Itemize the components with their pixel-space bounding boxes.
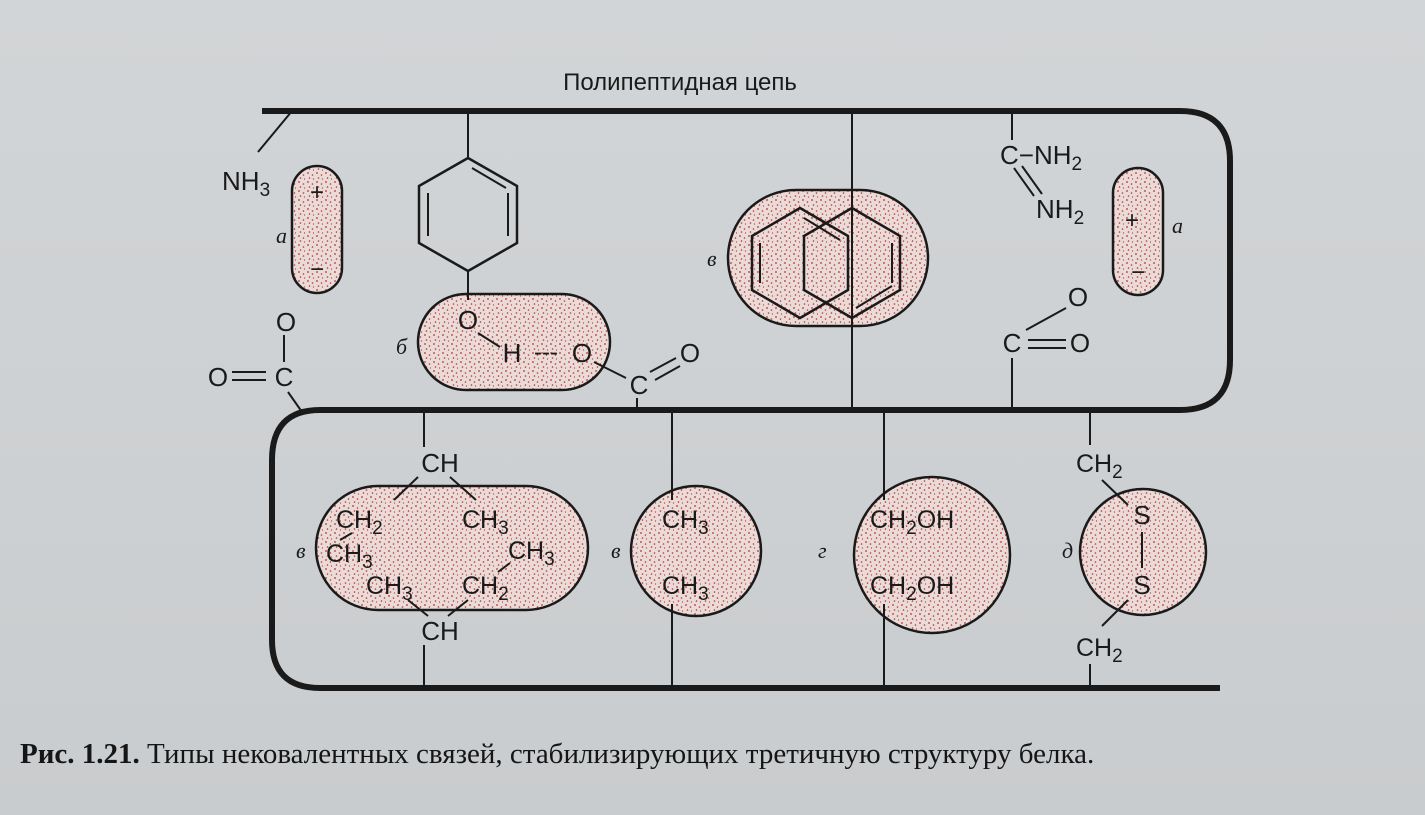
ionic-bond-right: C−NH2 NH2 + − а O C O [1000,111,1183,410]
serine-hbond: CH2OH CH2OH г [818,410,1012,688]
carboxyl-o-right: O [1070,328,1090,358]
ch3-right: CH3 [508,537,555,570]
plus-sign: + [310,179,324,206]
hydrophobic-region-v-mid [629,484,763,618]
ch3-left: CH3 [326,540,373,573]
ch2-upper: CH2 [336,506,383,539]
label-v-top: в [707,246,717,271]
carboxyl-o-left: O [208,362,228,392]
ch2oh-top: CH2OH [870,506,954,539]
ch3-lower: CH3 [366,572,413,605]
plus-sign-right: + [1125,207,1139,234]
hydroxyl-o: O [458,305,478,335]
hydrogen-atom: H [503,338,522,368]
label-a-right: а [1172,213,1183,238]
amidine-nh2: NH2 [1036,194,1084,229]
aromatic-stacking: в [707,111,930,410]
label-v-mid: в [611,538,621,563]
polypeptide-chain [262,108,1233,691]
ionic-region-a-left [290,164,344,295]
ch2-disulfide-top: CH2 [1076,450,1123,483]
label-b: б [396,334,408,359]
label-v-left: в [296,538,306,563]
label-d: д [1062,538,1073,563]
ionic-bond-left: NH3 + − а C O O [208,110,344,413]
hydrophobic-region-v-left [314,484,590,612]
carboxyl-o-top: O [276,307,296,337]
ch3-ala-bottom: CH3 [662,572,709,605]
figure-caption: Рис. 1.21. Типы нековалентных связей, ст… [20,738,1415,770]
ionic-region-a-right [1111,166,1165,297]
hydrophobic-region-v-top [726,188,930,328]
label-a-left: а [276,223,287,248]
caption-number: Рис. 1.21. [20,738,140,770]
hydrogen-bond: O H --- O б C O [396,111,700,412]
hbond-dash: --- [534,339,558,366]
carbonyl-o: O [572,338,592,368]
ch3-upper: CH3 [462,506,509,539]
chain-title: Полипептидная цепь [563,69,797,96]
nh3-group: NH3 [222,166,270,201]
hydrophobic-alanine: CH3 CH3 в [611,410,763,688]
sulfur-top: S [1133,500,1150,530]
caption-text: Типы нековалентных связей, стабилизирующ… [147,738,1095,770]
minus-sign-right: − [1131,259,1145,286]
carboxyl-o-mid: O [680,338,700,368]
protein-bonds-diagram: Полипептидная цепь NH3 + − а C O O O H -… [208,69,1233,691]
hbond-region-b [416,292,612,392]
disulfide-bond: CH2 S S CH2 д [1062,410,1208,688]
amidine-c-nh2: C−NH2 [1000,140,1082,175]
ch-top: CH [421,448,459,478]
carboxyl-c-mid: C [630,370,649,400]
ch2-disulfide-bottom: CH2 [1076,634,1123,667]
ch2-lower: CH2 [462,572,509,605]
ch-bottom: CH [421,616,459,646]
minus-sign: − [310,256,324,283]
carboxyl-c-left: C [275,362,294,392]
hbond-region-g [852,475,1012,635]
hydrophobic-leucine: CH CH2 CH3 CH3 CH3 CH3 CH2 CH в [296,410,590,688]
label-g: г [818,538,827,563]
carboxyl-o-right-top: O [1068,282,1088,312]
carboxyl-c-right: C [1003,328,1022,358]
ch3-ala-top: CH3 [662,506,709,539]
ch2oh-bottom: CH2OH [870,572,954,605]
sulfur-bottom: S [1133,570,1150,600]
